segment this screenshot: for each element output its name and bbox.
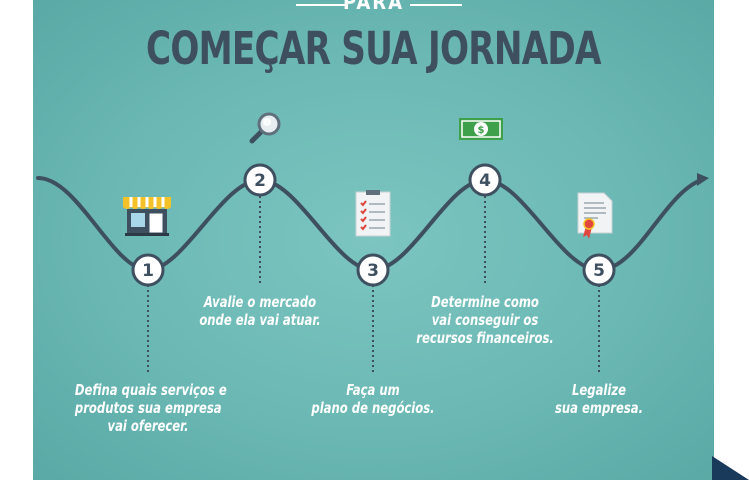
step-4-line-1: Determine como <box>431 293 539 311</box>
step-2-line-1: Avalie o mercado <box>203 293 317 311</box>
step-4-line-3: recursos financeiros. <box>416 329 554 347</box>
step-3-line-1: Faça um <box>346 381 400 399</box>
step-node-5: 5 <box>582 253 616 287</box>
step-node-1: 1 <box>131 253 165 287</box>
step-1-label: Defina quais serviços e produtos sua emp… <box>74 381 227 435</box>
step-5-line-2: sua empresa. <box>554 399 644 417</box>
pretitle-rule-right <box>410 4 462 6</box>
journey-diagram: 1 2 3 4 5 <box>36 112 709 372</box>
infographic-panel: PARA COMEÇAR SUA JORNADA 1 2 3 4 <box>33 0 714 480</box>
magnifying-glass-icon <box>249 112 281 144</box>
step-1-line-3: vai oferecer. <box>107 417 189 435</box>
svg-text:$: $ <box>478 125 485 136</box>
corner-decoration <box>712 456 749 480</box>
step-3-label: Faça um plano de negócios. <box>309 381 438 417</box>
step-1-line-1: Defina quais serviços e <box>74 381 227 399</box>
step-3-line-2: plano de negócios. <box>311 399 435 417</box>
step-node-2: 2 <box>243 163 277 197</box>
step-number-4: 4 <box>479 171 491 191</box>
certificate-document-icon <box>577 192 613 239</box>
step-node-4: 4 <box>468 163 502 197</box>
step-5-label: Legalize sua empresa. <box>547 381 650 417</box>
pretitle: PARA <box>342 0 405 14</box>
step-4-line-2: vai conseguir os <box>431 311 539 329</box>
pretitle-rule-left <box>296 4 348 6</box>
path-arrowhead <box>697 173 709 186</box>
dollar-bill-icon: $ <box>459 118 503 140</box>
step-1-line-2: produtos sua empresa <box>74 399 222 417</box>
storefront-icon <box>123 197 171 236</box>
step-number-5: 5 <box>593 261 605 281</box>
step-number-1: 1 <box>142 261 154 281</box>
step-5-line-1: Legalize <box>572 381 626 399</box>
step-number-2: 2 <box>254 171 266 191</box>
step-2-line-2: onde ela vai atuar. <box>199 311 321 329</box>
checklist-clipboard-icon <box>355 190 391 237</box>
step-4-label: Determine como vai conseguir os recursos… <box>412 293 558 347</box>
step-number-3: 3 <box>367 261 379 281</box>
step-node-3: 3 <box>356 253 390 287</box>
page-title: COMEÇAR SUA JORNADA <box>146 22 602 75</box>
step-2-label: Avalie o mercado onde ela vai atuar. <box>196 293 325 329</box>
